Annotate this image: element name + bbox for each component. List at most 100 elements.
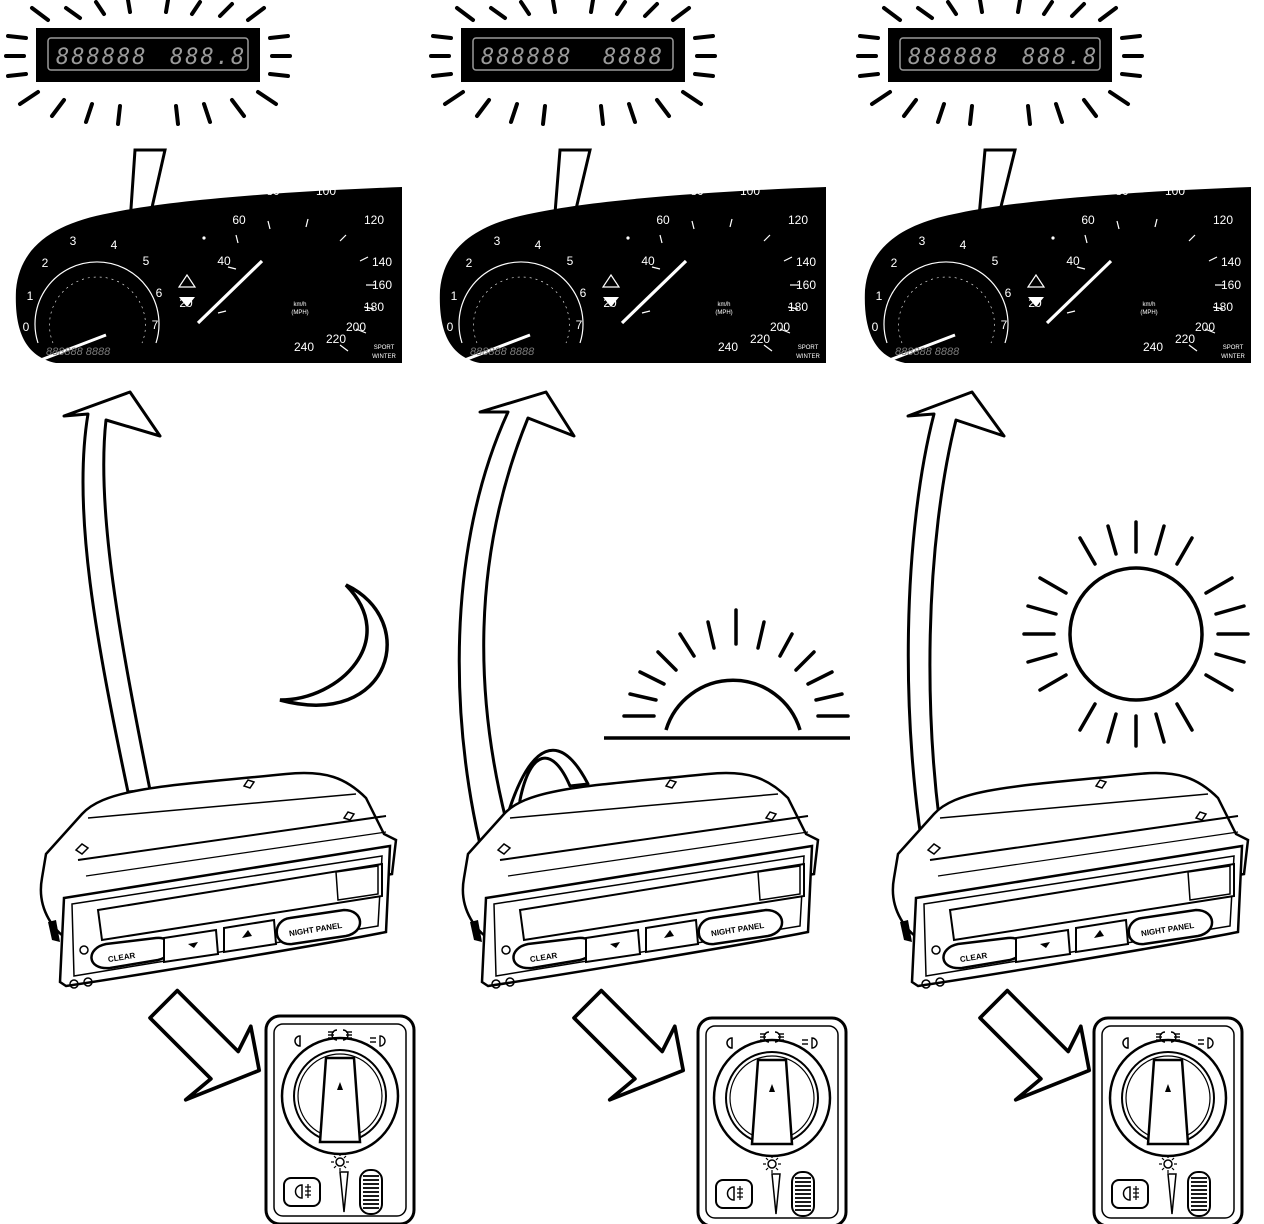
speed-tick-label: 200 (346, 320, 366, 334)
speed-tick-label: 180 (1213, 300, 1233, 314)
speed-tick-label: 220 (1175, 332, 1195, 346)
speed-tick-label: 120 (364, 213, 384, 227)
mode-winter-label: WINTER (796, 354, 820, 360)
speed-tick-label: 220 (750, 332, 770, 346)
speed-tick-label: 180 (788, 300, 808, 314)
speed-tick-label: 140 (796, 255, 816, 269)
speed-tick-label: 160 (372, 278, 392, 292)
odometer-readout: 888888 8888 (895, 346, 960, 358)
speed-tick-label: 240 (1143, 340, 1163, 354)
tach-tick-label: 2 (466, 256, 473, 270)
tach-tick-label: 3 (919, 234, 926, 248)
tach-tick-label: 7 (1001, 318, 1008, 332)
clear-button-label: CLEAR (959, 951, 988, 964)
odometer-readout: 888888 8888 (470, 346, 535, 358)
panel-night: 888888 888.8 (4, 0, 416, 1224)
speed-tick-label: 240 (294, 340, 314, 354)
tach-tick-label: 0 (872, 320, 879, 334)
tach-tick-label: 2 (42, 256, 49, 270)
speed-tick-label: 120 (788, 213, 808, 227)
speed-unit-bottom: (MPH) (715, 310, 732, 316)
panel-dusk: 888888 8888 (429, 0, 850, 1224)
curved-arrow-3 (906, 390, 1006, 882)
speed-tick-label: 180 (364, 300, 384, 314)
clear-button-label: CLEAR (529, 951, 558, 964)
speed-tick-label: 40 (217, 254, 231, 268)
tach-tick-label: 7 (152, 318, 159, 332)
tach-tick-label: 6 (1005, 286, 1012, 300)
panel-day: 888888 888.8 (856, 0, 1253, 1224)
svg-text:888.8: 888.8 (1022, 45, 1098, 70)
speed-tick-label: 20 (1028, 296, 1042, 310)
tach-tick-label: 4 (960, 238, 967, 252)
speed-tick-label: 40 (1066, 254, 1080, 268)
mode-winter-label: WINTER (372, 354, 396, 360)
speed-tick-label: 20 (603, 296, 617, 310)
speed-unit-top: km/h (1142, 302, 1155, 308)
speed-tick-label: 60 (232, 213, 246, 227)
speed-unit-bottom: (MPH) (291, 310, 308, 316)
speed-tick-label: 40 (641, 254, 655, 268)
tach-tick-label: 3 (70, 234, 77, 248)
mode-sport-label: SPORT (798, 345, 819, 351)
headlight-switch-2 (696, 1016, 848, 1224)
speed-tick-label: 140 (372, 255, 392, 269)
sid-unit-1 (39, 771, 398, 990)
tach-tick-label: 6 (156, 286, 163, 300)
speed-unit-bottom: (MPH) (1140, 310, 1157, 316)
tach-tick-label: 1 (27, 289, 34, 303)
speed-tick-label: 160 (796, 278, 816, 292)
speed-tick-label: 240 (718, 340, 738, 354)
lcd-display-1: 888888 888.8 (4, 0, 292, 126)
speed-tick-label: 60 (656, 213, 670, 227)
tach-tick-label: 1 (876, 289, 883, 303)
tach-tick-label: 5 (567, 254, 574, 268)
tach-tick-label: 5 (992, 254, 999, 268)
curved-arrow-1 (62, 390, 162, 794)
mode-sport-label: SPORT (374, 345, 395, 351)
svg-text:888.8: 888.8 (170, 45, 246, 70)
speed-tick-label: 100 (1165, 184, 1185, 198)
lcd-display-3: 888888 888.8 (856, 0, 1144, 126)
speed-tick-label: 60 (1081, 213, 1095, 227)
tach-tick-label: 5 (143, 254, 150, 268)
setting-sun-icon (604, 608, 850, 740)
svg-text:8888: 8888 (603, 45, 664, 70)
tach-tick-label: 2 (891, 256, 898, 270)
speed-tick-label: 160 (1221, 278, 1241, 292)
lcd-display-2: 888888 8888 (429, 0, 717, 126)
curved-arrow-2 (457, 390, 590, 908)
headlight-switch-3 (1092, 1016, 1244, 1224)
tach-tick-label: 3 (494, 234, 501, 248)
mode-winter-label: WINTER (1221, 354, 1245, 360)
speed-tick-label: 20 (179, 296, 193, 310)
svg-text:888888: 888888 (56, 45, 147, 70)
tach-tick-label: 0 (23, 320, 30, 334)
speed-tick-label: 140 (1221, 255, 1241, 269)
speed-tick-label: 80 (690, 184, 704, 198)
moon-icon (279, 583, 389, 707)
mode-sport-label: SPORT (1223, 345, 1244, 351)
input-arrow-2 (572, 988, 686, 1102)
tach-tick-label: 1 (451, 289, 458, 303)
speed-tick-label: 220 (326, 332, 346, 346)
sid-unit-2 (461, 771, 820, 990)
speed-tick-label: 200 (770, 320, 790, 334)
odometer-readout: 888888 8888 (46, 346, 111, 358)
speed-tick-label: 100 (740, 184, 760, 198)
speed-tick-label: 200 (1195, 320, 1215, 334)
speed-tick-label: 80 (1115, 184, 1129, 198)
tach-tick-label: 4 (111, 238, 118, 252)
tach-tick-label: 7 (576, 318, 583, 332)
input-arrow-3 (978, 988, 1092, 1102)
speed-tick-label: 100 (316, 184, 336, 198)
sid-unit-3 (891, 771, 1250, 990)
clear-button-label: CLEAR (107, 951, 136, 964)
tach-tick-label: 4 (535, 238, 542, 252)
speed-unit-top: km/h (293, 302, 306, 308)
tach-tick-label: 6 (580, 286, 587, 300)
speed-unit-top: km/h (717, 302, 730, 308)
sun-icon (1022, 520, 1250, 748)
